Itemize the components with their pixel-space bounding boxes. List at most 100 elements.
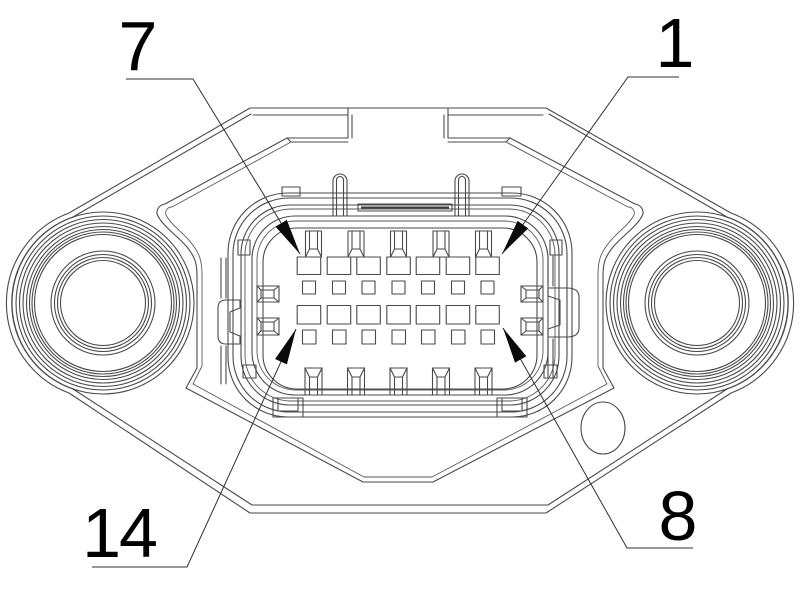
terminal-pin [331,329,347,345]
terminal-pin [301,329,317,345]
terminal-pin [445,304,471,325]
terminal-pin [415,256,441,276]
key-left-lower [256,317,280,336]
pin-row-2 [301,280,495,295]
boss-ring [31,231,175,375]
pin-row-1 [296,256,500,276]
boss-ring [609,215,785,391]
boss-ring [625,231,769,375]
boss-bore-ring [56,256,150,350]
callout-label-pin7: 7 [119,7,156,85]
terminal-pin [391,329,407,345]
boss-ring [619,225,775,381]
bump [549,239,563,256]
boss-ring [33,233,173,373]
terminal-pin [480,329,496,345]
rib-bottom [389,367,408,396]
leader-line-pin8 [502,327,693,549]
housing-outline [5,107,795,514]
callout-leaders [92,76,693,568]
latch-left [217,257,241,385]
housing-outer-edge [5,107,795,514]
pin-row-3 [296,304,500,325]
terminal-pin [326,304,352,325]
boss-ring [622,228,772,378]
arrowhead-pin14 [275,329,296,365]
terminal-pin [420,329,436,345]
pin-grid [296,256,500,345]
rib-bottom [431,367,451,396]
mounting-boss-right [605,211,789,395]
latch-right [547,255,580,378]
terminal-pin [296,304,322,325]
boss-bore-ring [650,256,744,350]
leader-line-pin14 [92,328,297,568]
boss-bore-ring [53,253,153,353]
terminal-pin [301,280,317,295]
bump [242,364,257,379]
boss-bore-ring [59,259,147,347]
rib-top [432,230,450,258]
inner-wall-ring [256,220,544,391]
platform-edge [156,137,644,483]
bump [281,186,301,197]
housing-inner-edge [11,113,789,506]
callout-label-pin14: 14 [82,494,156,572]
rib-top [474,230,493,258]
pin-row-4 [301,329,496,345]
terminal-pin [475,304,500,325]
drain-hole [580,401,626,455]
platform-edge-outer [156,137,644,483]
boss-ring [22,222,184,384]
terminal-pin [326,256,352,276]
terminal-pin [450,329,466,345]
terminal-pin [356,256,381,276]
mounting-boss-left [11,211,195,395]
boss-bore-ring [50,250,156,356]
boss-ring [612,218,782,388]
shroud-ring [232,197,568,413]
shroud-ring-outer [227,192,573,418]
boss-ring [18,218,188,388]
terminal-pin [331,280,347,295]
terminal-pin [445,256,471,276]
boss-ring [616,222,778,384]
key-right-upper [520,285,544,303]
terminal-pin [391,280,406,295]
alignment-posts [332,173,470,217]
rib-bottom [304,367,323,396]
alignment-post-left [332,173,348,217]
top-slot-bar [357,203,453,212]
terminal-pin [386,256,411,276]
cavity-edge [262,227,538,390]
side-keys [256,285,544,336]
arrowhead-pin7 [275,219,300,254]
rib-bottom [346,367,366,396]
top-notch [286,107,511,143]
key-left-upper [256,285,280,303]
boss-bore-ring [647,253,747,353]
boss-ring [605,211,789,395]
bottom-steps [272,397,528,418]
side-latches [217,255,580,385]
shroud-ring [244,208,556,402]
boss-ring [15,215,191,391]
rib-bottom [474,367,493,396]
rib-top [389,230,408,258]
polarizing-ribs [304,230,493,396]
boss-bore-ring [653,259,741,347]
alignment-post-right [454,173,470,217]
terminal-pin [480,280,495,295]
terminal-pin [361,329,377,345]
key-right-lower [520,317,544,336]
boss-bore-ring [644,250,750,356]
arrowhead-pin8 [503,328,527,363]
platform-edge-inner [165,141,635,478]
terminal-pin [420,280,436,295]
arrowhead-pin1 [502,220,529,254]
terminal-pin [415,304,441,325]
step [501,397,523,412]
shroud-ring [240,204,560,406]
